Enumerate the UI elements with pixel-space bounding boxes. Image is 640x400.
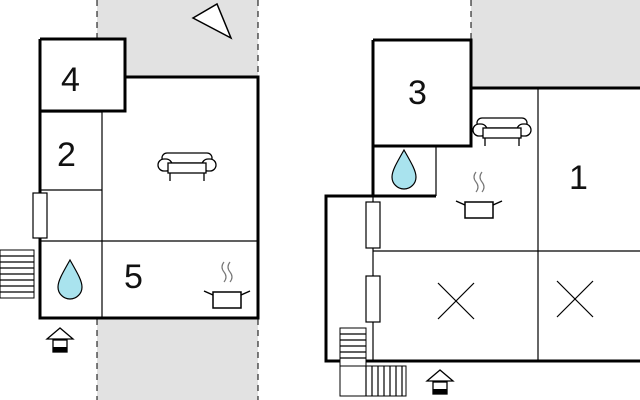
- cooking-pot-icon: [203, 261, 251, 309]
- right-unit-walls: [324, 38, 640, 363]
- stairs-icon: [0, 249, 35, 299]
- cooking-pot-icon: [455, 171, 503, 219]
- water-drop-icon: [391, 148, 417, 190]
- window-icon: [365, 201, 381, 249]
- water-drop-icon: [57, 258, 83, 300]
- bed-cross-icon: [437, 282, 475, 320]
- entrance-icon: [425, 369, 455, 395]
- entrance-icon: [45, 327, 75, 353]
- sofa-icon: [472, 117, 532, 146]
- window-icon: [32, 192, 48, 239]
- room-number-2: 2: [57, 136, 76, 174]
- room-number-3: 3: [408, 74, 427, 112]
- sofa-icon: [157, 152, 217, 181]
- window-icon: [365, 275, 381, 323]
- room-number-1: 1: [569, 159, 588, 197]
- room-number-5: 5: [124, 258, 143, 296]
- terrace-area-right: [471, 0, 640, 88]
- room-number-4: 4: [61, 61, 80, 99]
- north-arrow-icon: [191, 2, 233, 40]
- bed-cross-icon: [556, 280, 594, 318]
- stairs-icon: [339, 327, 407, 397]
- left-unit-walls: [38, 37, 260, 320]
